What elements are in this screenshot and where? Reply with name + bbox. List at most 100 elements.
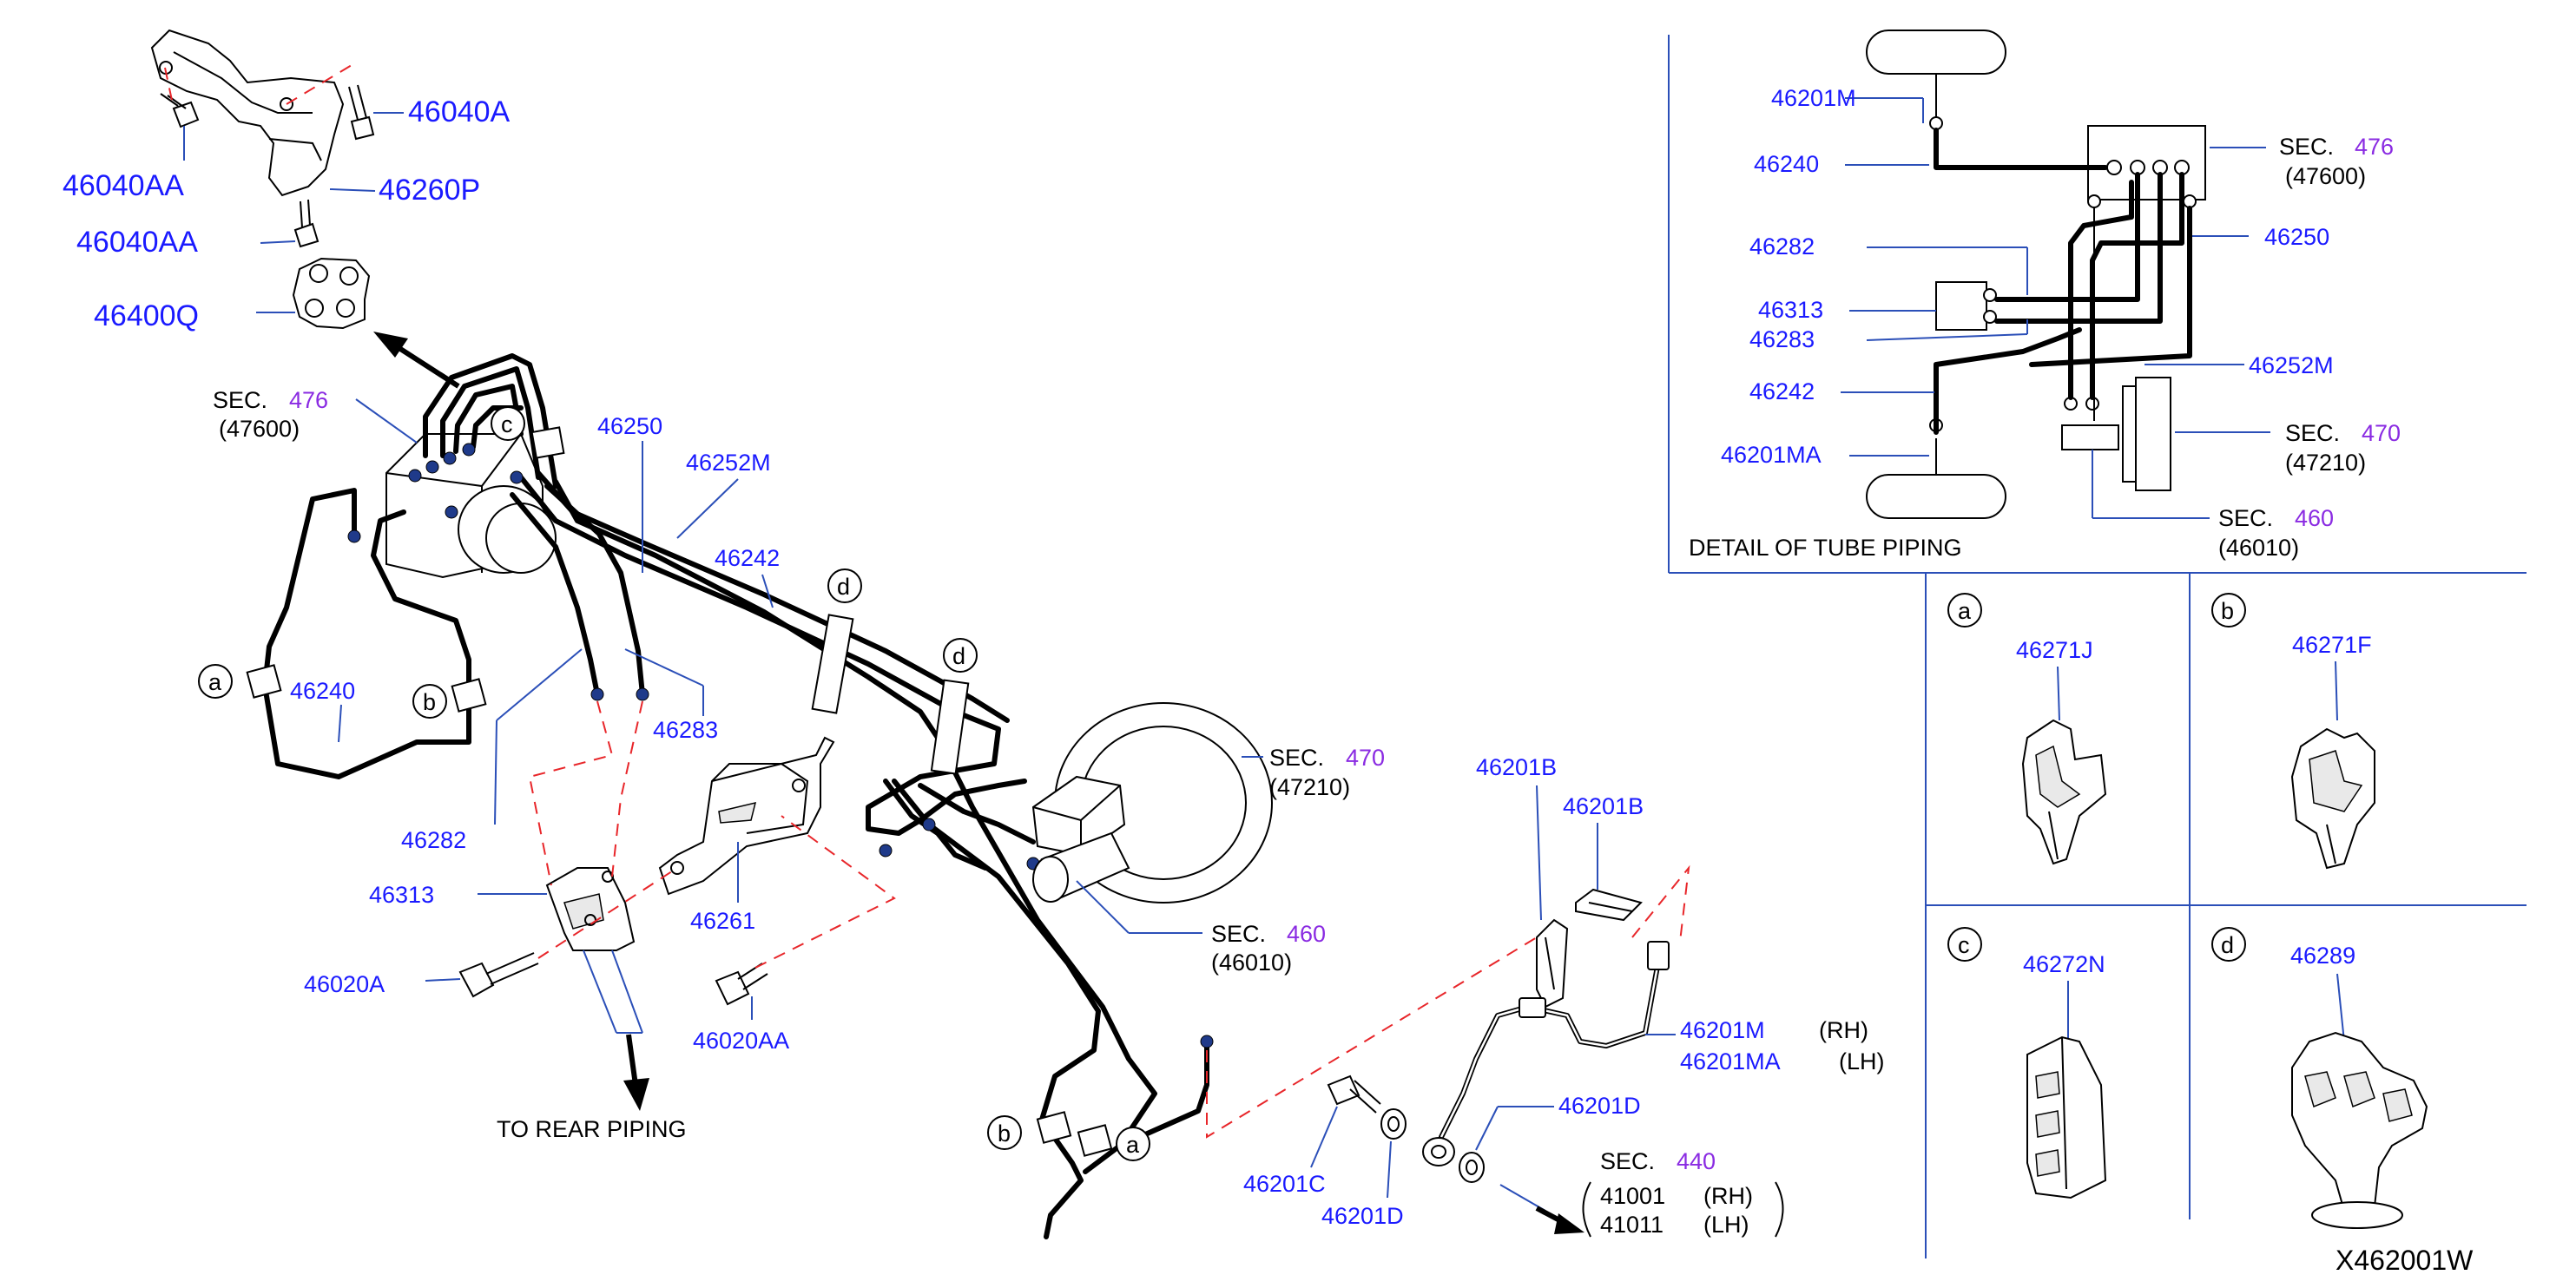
detail-callout-46201M: 46201M [1771, 85, 1856, 111]
bolt-46040A [348, 84, 375, 141]
sec-470-number: 470 [1346, 745, 1385, 771]
detail-sec-470-sub: (47210) [2285, 450, 2366, 476]
brake-tubes-main [262, 353, 1209, 1239]
bolt-46020AA [715, 963, 768, 1006]
view-letter-a2: a [1126, 1132, 1140, 1158]
clip-c-letter: c [1958, 932, 1970, 958]
view-letter-b2: b [998, 1120, 1011, 1147]
brake-booster-assembly [1031, 702, 1273, 904]
callout-46040AA-lower: 46040AA [76, 226, 198, 259]
bolt-46040AA-lower [293, 199, 320, 248]
detail-sec-476-sub: (47600) [2285, 163, 2366, 189]
view-letter-c1: c [501, 411, 513, 437]
clip-b-letter: b [2221, 598, 2234, 624]
sec-440-prefix: SEC. [1600, 1148, 1655, 1174]
diagram-code: X462001W [2336, 1245, 2474, 1276]
callout-46201C: 46201C [1243, 1171, 1326, 1197]
sec-460-prefix: SEC. [1211, 921, 1266, 947]
callout-46201D-a: 46201D [1558, 1093, 1641, 1119]
detail-rear-wheel [1866, 474, 2006, 519]
callout-46252M: 46252M [686, 450, 771, 476]
view-letter-d2: d [952, 643, 965, 669]
sec-460-sub: (46010) [1211, 950, 1292, 976]
detail-sec-470-prefix: SEC. [2285, 420, 2340, 446]
abs-actuator [385, 433, 557, 579]
callout-46240: 46240 [290, 678, 355, 704]
callout-46201MA: 46201MA [1680, 1048, 1781, 1074]
callout-46400Q: 46400Q [94, 299, 199, 332]
callout-41011-lh: (LH) [1703, 1212, 1749, 1238]
callout-46250: 46250 [597, 413, 662, 439]
clip-c-part: 46272N [2023, 951, 2105, 977]
callout-rh: (RH) [1819, 1017, 1868, 1043]
callout-41001-rh: (RH) [1703, 1183, 1753, 1209]
detail-valve-box [1935, 281, 1987, 331]
bolt-46040AA-upper [160, 93, 200, 128]
callout-46201M: 46201M [1680, 1017, 1765, 1043]
detail-sec-470-number: 470 [2362, 420, 2401, 446]
valve-block-46313 [545, 867, 636, 951]
clip-b-part: 46271F [2292, 632, 2372, 658]
detail-callout-46242: 46242 [1749, 378, 1815, 404]
view-letter-b1: b [423, 689, 436, 715]
sec-460-number: 460 [1287, 921, 1326, 947]
clip-a-letter: a [1958, 598, 1972, 624]
height-sensor-bracket-group [150, 29, 460, 389]
clip-view-c: c 46272N [1947, 927, 2107, 1199]
callouts-hose-group: 46201B 46201B 46201M (RH) 46201MA (LH) 4… [1243, 754, 1885, 1238]
sensor-bracket-46260P [150, 29, 345, 197]
clip-view-d: d 46289 [2211, 927, 2428, 1229]
clip-d-letter: d [2221, 932, 2234, 958]
bolt-46020A [458, 952, 539, 998]
callout-46040AA-upper: 46040AA [63, 169, 184, 202]
detail-callout-46313: 46313 [1758, 297, 1823, 323]
detail-sec-460-sub: (46010) [2218, 535, 2299, 561]
detail-callout-46283: 46283 [1749, 326, 1815, 352]
tube-clips-main [246, 426, 1113, 1157]
callout-46020AA: 46020AA [693, 1028, 789, 1054]
detail-callout-46201MA: 46201MA [1721, 442, 1822, 468]
callout-46260P: 46260P [379, 174, 480, 207]
detail-sec-460-prefix: SEC. [2218, 505, 2273, 531]
callouts-top-left: 46040A 46040AA 46260P 46040AA 46400Q [63, 95, 511, 332]
detail-sec-476-prefix: SEC. [2279, 134, 2334, 160]
callout-41011: 41011 [1600, 1212, 1664, 1238]
detail-title: DETAIL OF TUBE PIPING [1689, 535, 1962, 561]
sec-440-number: 440 [1677, 1148, 1716, 1174]
callouts-center: SEC. 476 (47600) 46250 46252M 46242 4624… [213, 387, 1385, 1142]
to-rear-piping-indicator [583, 950, 649, 1111]
view-letter-a1: a [208, 669, 222, 695]
callout-46201B-a: 46201B [1476, 754, 1557, 780]
clip-view-b: b 46271F [2211, 593, 2375, 870]
callout-lh: (LH) [1839, 1048, 1885, 1074]
detail-callout-46240: 46240 [1754, 151, 1819, 177]
callout-46283: 46283 [653, 717, 718, 743]
sec-476-prefix: SEC. [213, 387, 267, 413]
detail-callout-46250: 46250 [2264, 224, 2329, 250]
bracket-46261 [658, 736, 835, 896]
detail-callout-46282: 46282 [1749, 233, 1815, 260]
sec-470-prefix: SEC. [1269, 745, 1324, 771]
detail-sec-460-number: 460 [2295, 505, 2334, 531]
detail-sec-476-number: 476 [2355, 134, 2394, 160]
detail-of-tube-piping-panel: 46201M 46240 46282 46313 46283 46242 462… [1668, 30, 2527, 574]
callout-46261: 46261 [690, 908, 755, 934]
detail-callout-46252M: 46252M [2249, 352, 2334, 378]
callout-46282: 46282 [401, 827, 466, 853]
callout-46242: 46242 [715, 545, 780, 571]
callout-46313: 46313 [369, 882, 434, 908]
view-letter-d1: d [837, 574, 850, 600]
clip-view-a: a 46271J [1947, 593, 2107, 865]
callout-41001: 41001 [1600, 1183, 1665, 1209]
callout-46040A: 46040A [408, 95, 511, 128]
sec-470-sub: (47210) [1269, 774, 1350, 800]
callout-46201D-b: 46201D [1321, 1203, 1404, 1229]
height-sensor-46400Q [292, 257, 371, 330]
clip-views-grid: a 46271J b 46271F c 46272N [1925, 573, 2527, 1258]
callout-46020A: 46020A [304, 971, 385, 997]
dashed-guides [528, 700, 1690, 1139]
sec-476-number: 476 [289, 387, 328, 413]
detail-booster [2135, 377, 2171, 491]
to-rear-piping-label: TO REAR PIPING [497, 1116, 687, 1142]
detail-front-wheel [1866, 30, 2006, 75]
